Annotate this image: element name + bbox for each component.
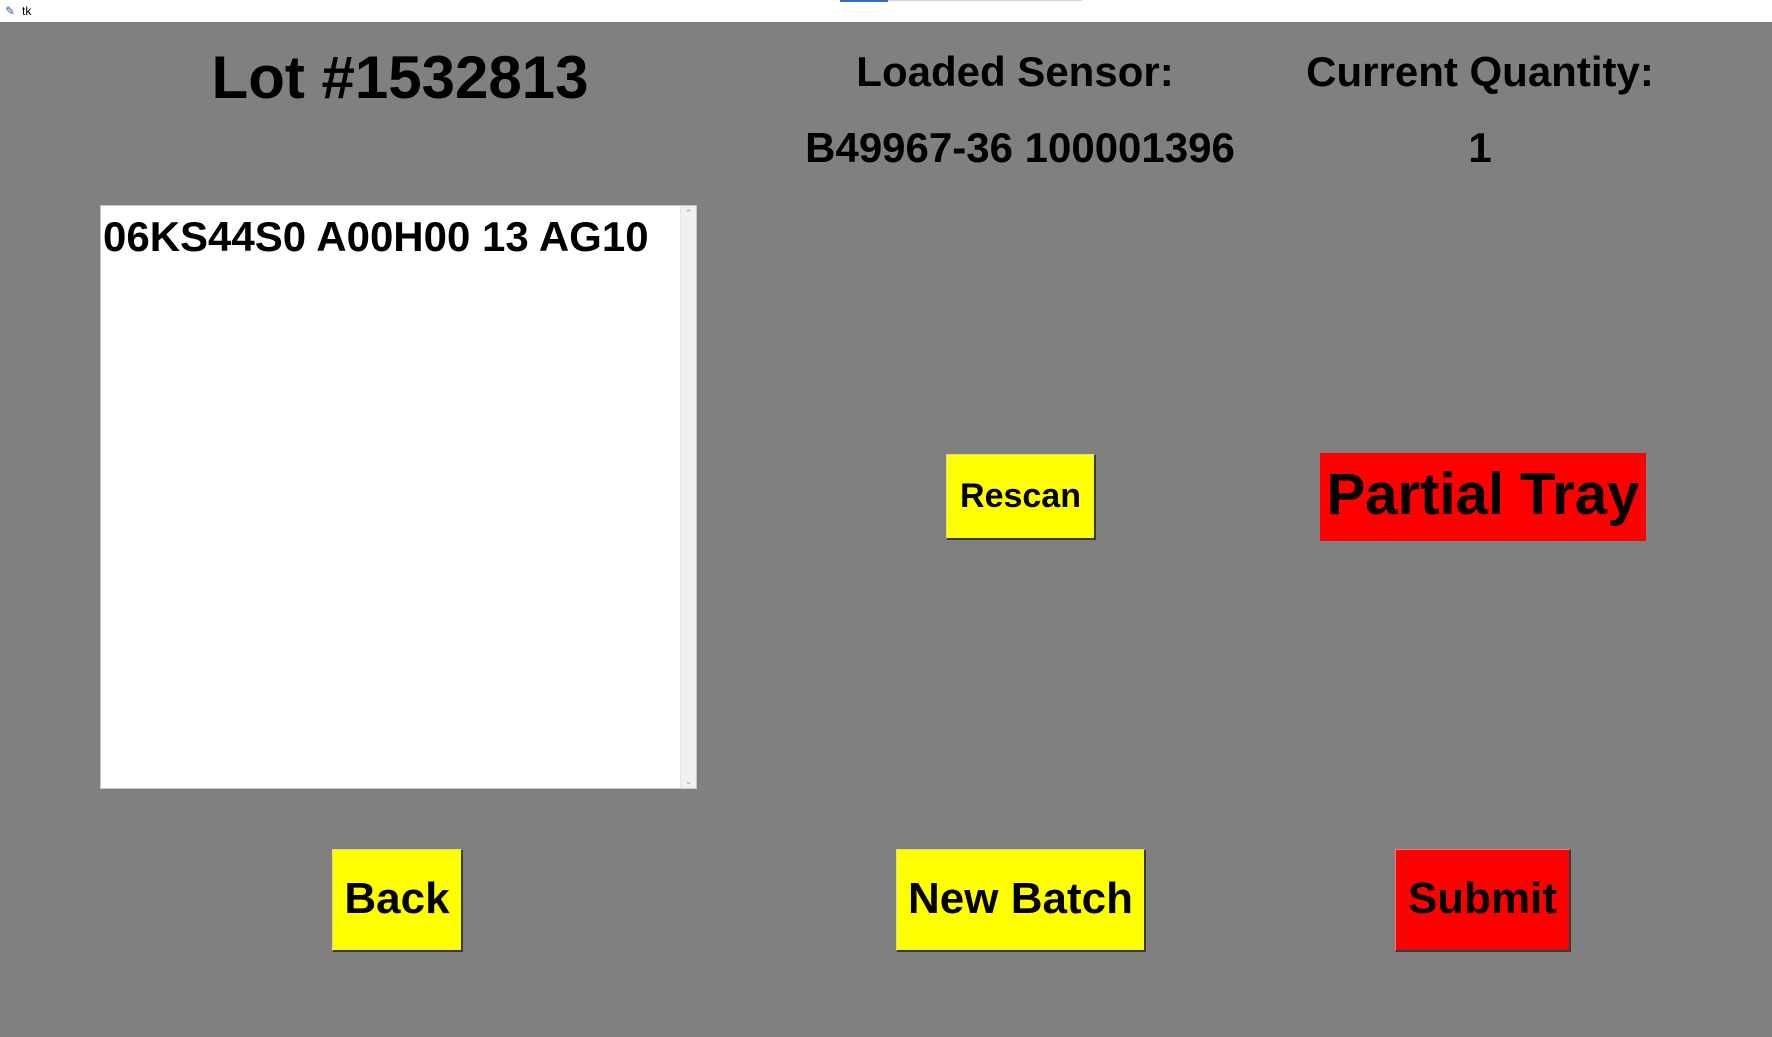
- window-title: tk: [22, 4, 32, 18]
- loaded-sensor-label: Loaded Sensor:: [856, 48, 1174, 95]
- back-button[interactable]: Back: [332, 849, 463, 952]
- window-titlebar: ✎ tk: [0, 0, 1772, 22]
- current-quantity-label: Current Quantity:: [1306, 48, 1654, 95]
- main-panel: Lot #1532813 Loaded Sensor: Current Quan…: [0, 22, 1772, 1037]
- current-quantity-value: 1: [1468, 124, 1492, 171]
- new-batch-button[interactable]: New Batch: [896, 849, 1146, 952]
- scanned-items-listbox[interactable]: 06KS44S0 A00H00 13 AG10 ⌃ ⌄: [100, 205, 697, 789]
- taskbar-indicator-track: [888, 0, 1082, 1]
- scroll-up-arrow-icon[interactable]: ⌃: [684, 208, 693, 218]
- taskbar-indicator: [840, 0, 888, 2]
- scroll-down-arrow-icon[interactable]: ⌄: [684, 776, 693, 786]
- submit-button[interactable]: Submit: [1395, 849, 1571, 952]
- partial-tray-button[interactable]: Partial Tray: [1320, 453, 1646, 541]
- list-item[interactable]: 06KS44S0 A00H00 13 AG10: [103, 213, 649, 260]
- feather-icon: ✎: [5, 4, 16, 18]
- rescan-button[interactable]: Rescan: [946, 454, 1096, 540]
- scanned-items-list: 06KS44S0 A00H00 13 AG10: [101, 206, 681, 788]
- vertical-scrollbar[interactable]: ⌃ ⌄: [680, 206, 696, 788]
- loaded-sensor-value: B49967-36 100001396: [805, 124, 1235, 171]
- lot-title: Lot #1532813: [211, 44, 589, 111]
